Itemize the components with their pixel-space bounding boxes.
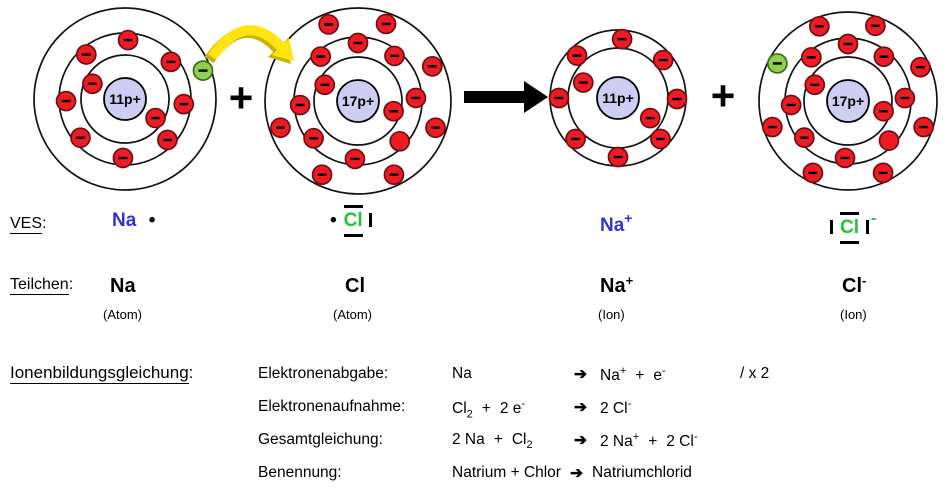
particle-kind: (Atom): [103, 307, 142, 322]
nucleus-label: 17p+: [832, 93, 864, 109]
ves-na-ion: Na+: [600, 210, 632, 237]
arrow-icon: ➔: [574, 399, 587, 416]
equation-lhs: Cl2+2 e-: [452, 398, 526, 421]
particle-kind: (Ion): [840, 307, 867, 322]
nucleus-label: 11p+: [109, 91, 141, 107]
equation-note: / x 2: [740, 365, 770, 382]
chlorine-atom: 17p+: [264, 7, 452, 195]
ves-label: VES:: [10, 215, 47, 234]
electron-red: [878, 130, 900, 151]
equation-rhs: 2 Cl-: [600, 398, 632, 418]
reaction-arrow: [464, 81, 548, 113]
ves-na: Na •: [112, 210, 155, 232]
teilchen-label: Teilchen:: [10, 276, 74, 295]
electron-dot: •: [148, 210, 156, 231]
equation-lhs: Natrium + Chlor: [452, 464, 561, 481]
lone-pair-bar-left: [830, 220, 833, 234]
equation-rhs: 2 Na++2 Cl-: [600, 431, 698, 451]
electron-shell: [264, 7, 452, 195]
lone-pair-bar-right: [866, 220, 869, 234]
equation-label: Benennung:: [258, 464, 342, 481]
arrow-icon: ➔: [570, 465, 583, 482]
lone-pair-bar-bottom: [343, 234, 363, 237]
electron-red: [389, 130, 411, 152]
particle-na-ion: Na+: [600, 273, 634, 297]
equation-lhs: 2 Na+Cl2: [452, 431, 533, 452]
lone-pair-bar-bottom: [840, 241, 859, 244]
nucleus: [596, 76, 640, 120]
equations-heading: Ionenbildungsgleichung:: [10, 363, 194, 384]
electron-shell: [803, 56, 893, 146]
equation-rhs: Natriumchlorid: [592, 464, 692, 481]
equation-row-elektronenabgabe: Elektronenabgabe: Na ➔ Na++e- / x 2: [0, 365, 947, 387]
cl-symbol: Cl: [343, 210, 363, 231]
particle-kind: (Atom): [333, 307, 372, 322]
lone-pair-bar-top: [840, 212, 859, 215]
electron-transfer-arrow: [204, 25, 294, 64]
atoms-canvas: 17p+ 11p+ 17p+ 11p+ + +: [33, 7, 938, 195]
cl-symbol: Cl: [840, 217, 859, 238]
equation-row-elektronenaufnahme: Elektronenaufnahme: Cl2+2 e- ➔ 2 Cl-: [0, 398, 947, 420]
cl-lewis: Cl: [343, 205, 364, 237]
nucleus-label: 17p+: [342, 93, 374, 109]
electron-shell: [80, 54, 170, 144]
ves-cl-ion: Cl-: [830, 210, 877, 244]
plus-sign-left: +: [229, 74, 254, 121]
particle-na: Na: [110, 275, 136, 297]
chloride-ion: 17p+: [758, 11, 938, 191]
na-symbol: Na: [600, 215, 625, 236]
lone-pair-bar-top: [343, 205, 363, 208]
equation-row-benennung: Benennung: Natrium + Chlor ➔ Natriumchlo…: [0, 464, 947, 486]
ves-cl: • Cl: [330, 205, 372, 237]
na-symbol: Na: [112, 210, 137, 231]
particle-kind: (Ion): [598, 307, 625, 322]
charge-minus: -: [871, 210, 877, 227]
equation-label: Gesamtgleichung:: [258, 431, 383, 448]
plus-sign-right: +: [711, 72, 736, 119]
electron-dot: •: [330, 210, 337, 231]
cl-lewis: Cl: [839, 212, 860, 244]
equation-label: Elektronenabgabe:: [258, 365, 389, 382]
equation-label: Elektronenaufnahme:: [258, 398, 406, 415]
particle-cl-ion: Cl-: [842, 273, 867, 297]
nucleus: [826, 79, 870, 123]
lone-pair-bar-right: [368, 213, 372, 227]
electron-shell: [33, 7, 217, 191]
sodium-ion: 11p+: [548, 28, 688, 168]
electron-shell: [758, 11, 938, 191]
particle-cl: Cl: [345, 275, 365, 297]
nucleus: [103, 77, 147, 121]
nucleus-label: 11p+: [602, 90, 634, 106]
equation-row-gesamtgleichung: Gesamtgleichung: 2 Na+Cl2 ➔ 2 Na++2 Cl-: [0, 431, 947, 453]
equation-rhs: Na++e-: [600, 365, 666, 385]
arrow-icon: ➔: [574, 432, 587, 449]
arrow-icon: ➔: [574, 366, 587, 383]
electron-shell: [313, 56, 403, 146]
equation-lhs: Na: [452, 365, 472, 382]
sodium-atom: 11p+: [33, 7, 217, 191]
charge-plus: +: [624, 210, 633, 226]
nucleus: [336, 79, 380, 123]
